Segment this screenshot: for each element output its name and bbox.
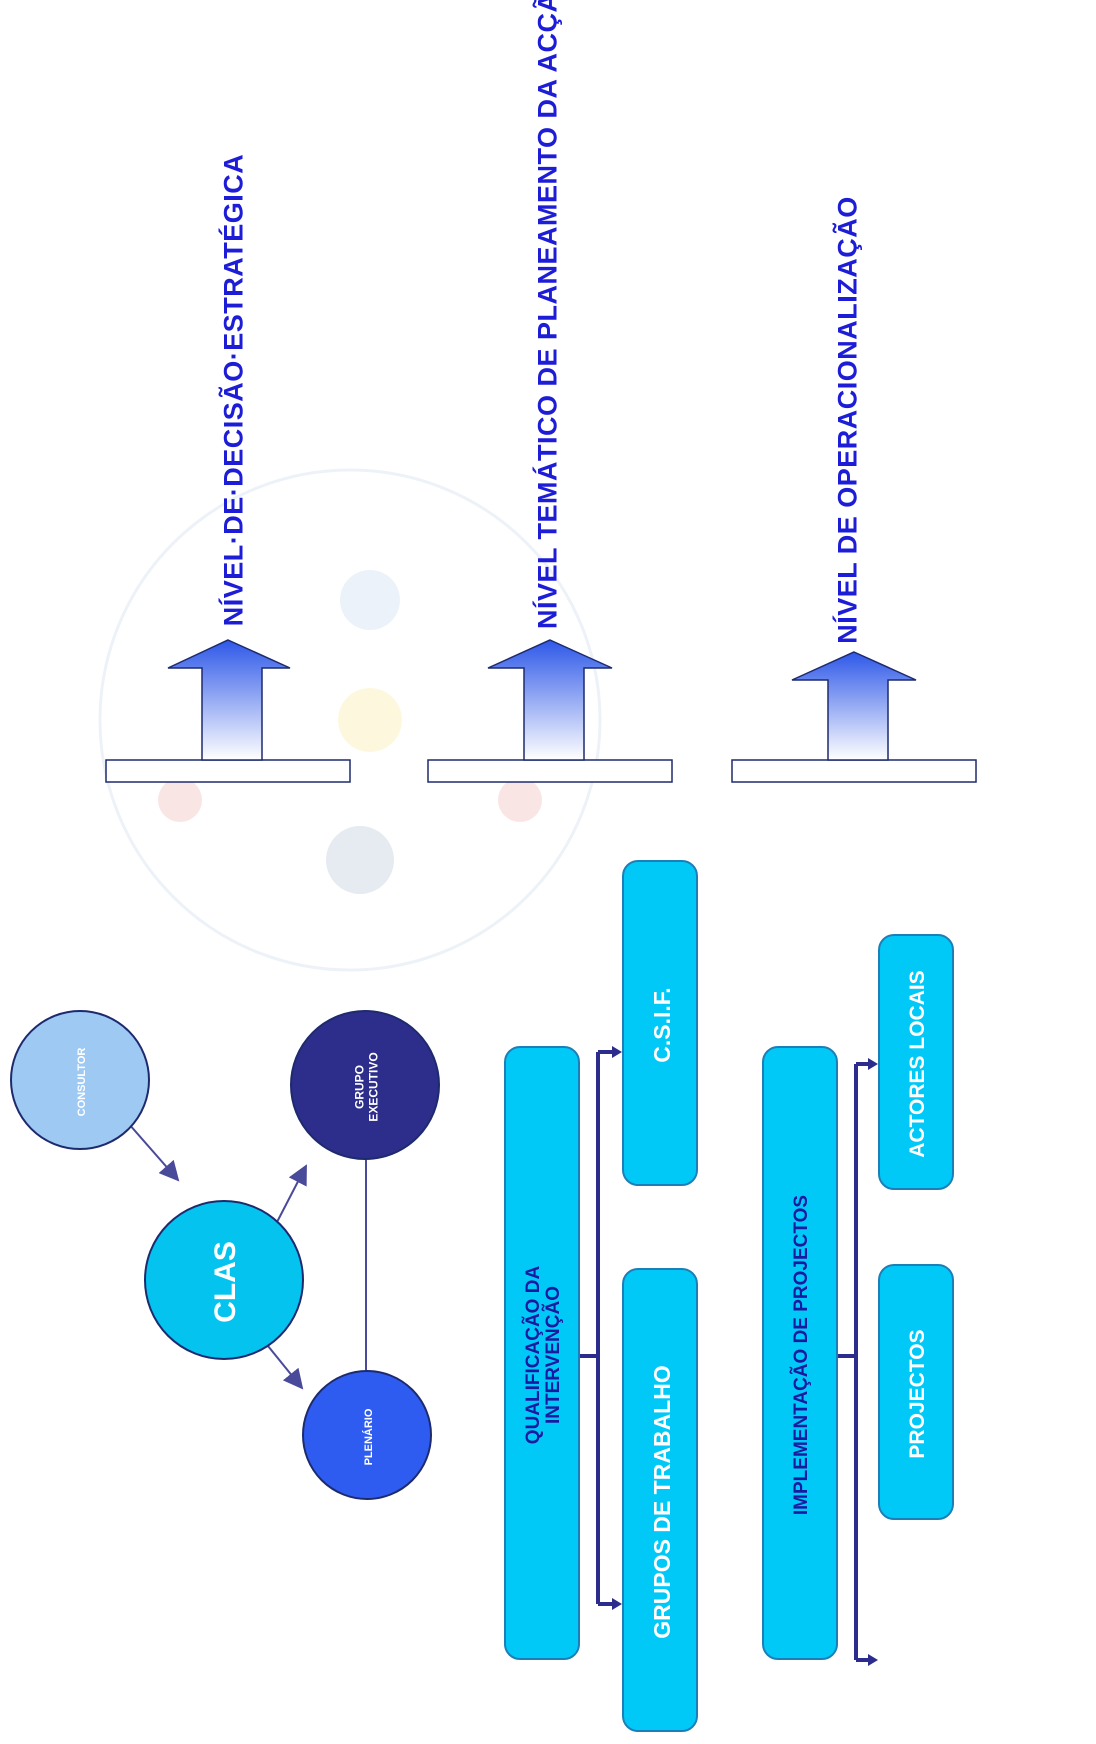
box-grupos-trabalho-label: GRUPOS DE TRABALHO [648, 1365, 675, 1639]
node-plenario-label: PLENÁRIO [363, 1408, 375, 1466]
box-qualificacao-label-line2: INTERVENÇÃO [543, 1286, 564, 1424]
box-projectos: PROJECTOS [878, 1264, 954, 1520]
node-consultor: CONSULTOR [10, 1010, 150, 1150]
box-projectos-label: PROJECTOS [905, 1329, 929, 1459]
edge-clas-grupo-executivo [275, 1164, 307, 1225]
box-csif-label: C.S.I.F. [648, 987, 675, 1063]
node-grupo-executivo-label: GRUPO EXECUTIVO [353, 1052, 382, 1121]
box-csif: C.S.I.F. [622, 860, 698, 1186]
box-qualificacao: QUALIFICAÇÃO DA INTERVENÇÃO [504, 1046, 580, 1660]
thematic-level-arrow [427, 639, 673, 783]
box-implementacao-label: IMPLEMENTAÇÃO DE PROJECTOS [791, 1194, 813, 1516]
node-grupo-executivo: GRUPO EXECUTIVO [290, 1010, 440, 1160]
node-grupo-executivo-label-line2: EXECUTIVO [367, 1052, 381, 1122]
node-plenario: PLENÁRIO [302, 1370, 432, 1500]
level-heading-tematico: NÍVEL TEMÁTICO DE PLANEAMENTO DA ACÇÃO [532, 0, 563, 630]
level-heading-decisao: NÍVEL·DE·DECISÃO·ESTRATÉGICA [218, 153, 249, 627]
node-clas: CLAS [144, 1200, 304, 1360]
box-qualificacao-label-line1: QUALIFICAÇÃO DA [523, 1265, 545, 1445]
qualificacao-bracket [580, 1050, 616, 1606]
edge-clas-plenario [267, 1345, 304, 1390]
box-actores-locais-label: ACTORES LOCAIS [905, 970, 929, 1158]
strategic-level-arrow [105, 639, 351, 783]
box-implementacao: IMPLEMENTAÇÃO DE PROJECTOS [762, 1046, 838, 1660]
operational-level-arrow [731, 651, 977, 783]
box-qualificacao-label: QUALIFICAÇÃO DA INTERVENÇÃO [523, 1265, 564, 1445]
implementacao-bracket [838, 1062, 872, 1662]
node-grupo-executivo-label-line1: GRUPO [352, 1064, 367, 1110]
box-actores-locais: ACTORES LOCAIS [878, 934, 954, 1190]
node-consultor-label: CONSULTOR [76, 1047, 88, 1117]
node-clas-label: CLAS [209, 1241, 242, 1323]
level-heading-operacional: NÍVEL DE OPERACIONALIZAÇÃO [832, 196, 863, 644]
box-grupos-trabalho: GRUPOS DE TRABALHO [622, 1268, 698, 1732]
